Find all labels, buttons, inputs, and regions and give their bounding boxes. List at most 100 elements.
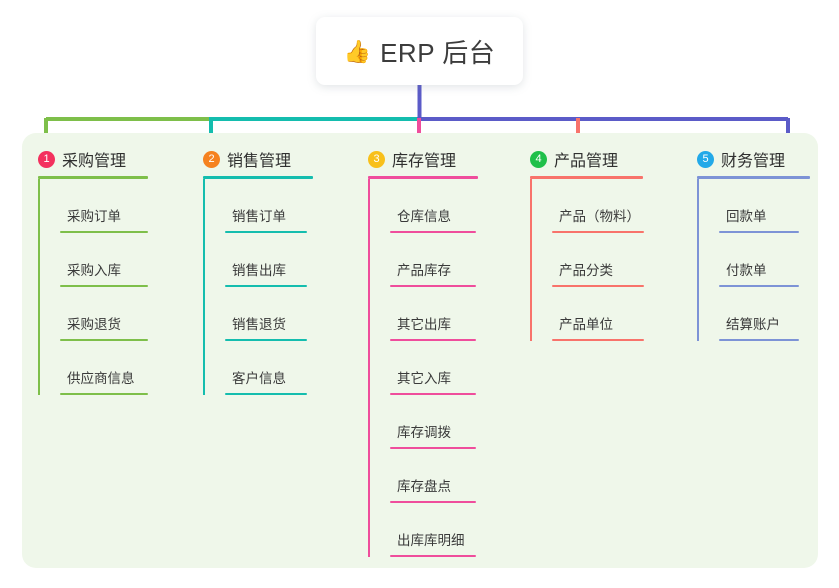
column-badge-1: 1 <box>38 150 55 168</box>
diagram-panel <box>22 133 818 568</box>
column-title-3: 库存管理 <box>392 153 457 170</box>
leaf-item-label: 销售退货 <box>232 317 286 332</box>
leaf-item-rule <box>225 339 307 341</box>
column-title-2: 销售管理 <box>227 153 292 170</box>
leaf-item-rule <box>225 393 307 395</box>
leaf-item-label: 其它入库 <box>397 371 451 386</box>
column-2: 2 销售管理销售订单销售出库销售退货客户信息 <box>203 142 313 395</box>
leaf-item-label: 销售出库 <box>232 263 286 278</box>
column-spine-1 <box>38 179 40 395</box>
leaf-item-rule <box>225 231 307 233</box>
leaf-item-rule <box>719 285 799 287</box>
column-rule-4 <box>530 176 643 179</box>
leaf-item[interactable]: 库存调拨 <box>390 395 478 449</box>
leaf-item[interactable]: 销售退货 <box>225 287 313 341</box>
column-title-4: 产品管理 <box>554 153 619 170</box>
column-rule-2 <box>203 176 313 179</box>
column-rule-5 <box>697 176 810 179</box>
leaf-item[interactable]: 其它出库 <box>390 287 478 341</box>
column-header-4[interactable]: 4 产品管理 <box>530 142 643 176</box>
leaf-item[interactable]: 出库库明细 <box>390 503 478 557</box>
column-1: 1 采购管理采购订单采购入库采购退货供应商信息 <box>38 142 148 395</box>
leaf-item[interactable]: 产品分类 <box>552 233 644 287</box>
column-items-1: 采购订单采购入库采购退货供应商信息 <box>38 179 148 395</box>
column-badge-3: 3 <box>368 150 385 168</box>
column-header-2[interactable]: 2 销售管理 <box>203 142 313 176</box>
column-rule-1 <box>38 176 148 179</box>
leaf-item[interactable]: 回款单 <box>719 179 810 233</box>
leaf-item-rule <box>719 231 799 233</box>
root-node-title: ERP 后台 <box>380 37 496 68</box>
column-4: 4 产品管理产品（物料） 产品分类产品单位 <box>530 142 644 341</box>
leaf-item[interactable]: 采购入库 <box>60 233 148 287</box>
leaf-item-label: 产品（物料） <box>559 209 640 224</box>
leaf-item[interactable]: 其它入库 <box>390 341 478 395</box>
leaf-item-rule <box>390 501 476 503</box>
leaf-item-label: 产品分类 <box>559 263 613 278</box>
leaf-item-label: 其它出库 <box>397 317 451 332</box>
leaf-item-label: 采购订单 <box>67 209 121 224</box>
leaf-item-rule <box>60 393 148 395</box>
leaf-item[interactable]: 产品单位 <box>552 287 644 341</box>
leaf-item-rule <box>60 231 148 233</box>
leaf-item[interactable]: 销售出库 <box>225 233 313 287</box>
leaf-item-label: 回款单 <box>726 209 767 224</box>
leaf-item-label: 库存盘点 <box>397 479 451 494</box>
leaf-item[interactable]: 仓库信息 <box>390 179 478 233</box>
column-badge-5: 5 <box>697 150 714 168</box>
leaf-item[interactable]: 采购订单 <box>60 179 148 233</box>
leaf-item-rule <box>552 339 644 341</box>
column-badge-2: 2 <box>203 150 220 168</box>
leaf-item-label: 库存调拨 <box>397 425 451 440</box>
leaf-item[interactable]: 付款单 <box>719 233 810 287</box>
column-spine-2 <box>203 179 205 395</box>
leaf-item-label: 结算账户 <box>726 317 780 332</box>
leaf-item-rule <box>60 339 148 341</box>
leaf-item-rule <box>390 231 476 233</box>
leaf-item[interactable]: 供应商信息 <box>60 341 148 395</box>
column-spine-4 <box>530 179 532 341</box>
column-items-3: 仓库信息产品库存其它出库其它入库库存调拨库存盘点出库库明细 <box>368 179 478 557</box>
leaf-item[interactable]: 客户信息 <box>225 341 313 395</box>
leaf-item-label: 供应商信息 <box>67 371 135 386</box>
leaf-item[interactable]: 销售订单 <box>225 179 313 233</box>
leaf-item-label: 销售订单 <box>232 209 286 224</box>
column-badge-4: 4 <box>530 150 547 168</box>
leaf-item-label: 产品库存 <box>397 263 451 278</box>
thumbs-up-icon: 👍 <box>343 39 372 64</box>
leaf-item-rule <box>390 555 476 557</box>
leaf-item[interactable]: 产品库存 <box>390 233 478 287</box>
leaf-item-rule <box>390 339 476 341</box>
column-spine-3 <box>368 179 370 557</box>
leaf-item-rule <box>390 393 476 395</box>
leaf-item-rule <box>719 339 799 341</box>
leaf-item-rule <box>390 285 476 287</box>
leaf-item-label: 出库库明细 <box>397 533 465 548</box>
column-header-1[interactable]: 1 采购管理 <box>38 142 148 176</box>
leaf-item[interactable]: 采购退货 <box>60 287 148 341</box>
leaf-item-label: 仓库信息 <box>397 209 451 224</box>
leaf-item-label: 采购入库 <box>67 263 121 278</box>
root-node-card[interactable]: 👍 ERP 后台 <box>316 17 523 85</box>
leaf-item-rule <box>552 231 644 233</box>
column-items-2: 销售订单销售出库销售退货客户信息 <box>203 179 313 395</box>
leaf-item-rule <box>390 447 476 449</box>
leaf-item-label: 产品单位 <box>559 317 613 332</box>
column-items-4: 产品（物料） 产品分类产品单位 <box>530 179 644 341</box>
column-header-3[interactable]: 3 库存管理 <box>368 142 478 176</box>
leaf-item-label: 付款单 <box>726 263 767 278</box>
column-spine-5 <box>697 179 699 341</box>
leaf-item-label: 客户信息 <box>232 371 286 386</box>
column-items-5: 回款单付款单结算账户 <box>697 179 810 341</box>
leaf-item-label: 采购退货 <box>67 317 121 332</box>
leaf-item[interactable]: 产品（物料） <box>552 179 644 233</box>
leaf-item[interactable]: 库存盘点 <box>390 449 478 503</box>
column-title-1: 采购管理 <box>62 153 127 170</box>
leaf-item-rule <box>225 285 307 287</box>
column-rule-3 <box>368 176 478 179</box>
leaf-item[interactable]: 结算账户 <box>719 287 810 341</box>
leaf-item-rule <box>552 285 644 287</box>
column-3: 3 库存管理仓库信息产品库存其它出库其它入库库存调拨库存盘点出库库明细 <box>368 142 478 557</box>
